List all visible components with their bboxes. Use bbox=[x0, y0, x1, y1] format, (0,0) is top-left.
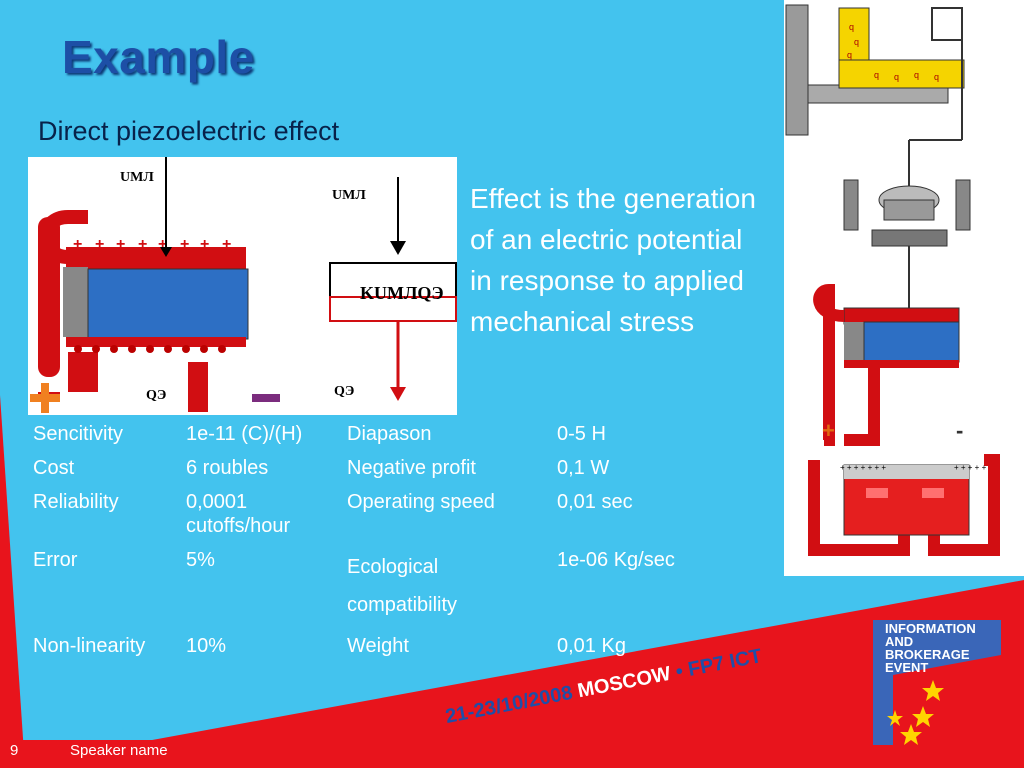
param-name: Operating speed bbox=[347, 491, 495, 513]
svg-text:+: + bbox=[138, 236, 147, 253]
svg-text:+: + bbox=[116, 236, 125, 253]
charge-label-left: QЭ bbox=[146, 388, 166, 403]
svg-text:q: q bbox=[934, 72, 939, 82]
table-row: Reliability 0,0001 cutoffs/hour Operatin… bbox=[28, 486, 747, 544]
param-name: Error bbox=[33, 549, 78, 571]
left-wire bbox=[38, 217, 60, 377]
piezo-diagram: +++ +++ ++ UМЛ QЭ UМЛ KUМЛQ bbox=[28, 157, 457, 415]
svg-text:-: - bbox=[956, 418, 963, 443]
event-separator: • bbox=[673, 660, 685, 684]
svg-text:+: + bbox=[73, 236, 82, 253]
svg-text:+ + + + +: + + + + + bbox=[954, 463, 987, 472]
param-name: Sencitivity bbox=[33, 423, 124, 445]
param-name: Reliability bbox=[33, 491, 119, 513]
svg-text:+: + bbox=[822, 418, 835, 443]
param-name: Cost bbox=[33, 457, 75, 479]
svg-text:q: q bbox=[847, 50, 852, 60]
svg-text:+: + bbox=[158, 236, 167, 253]
param-value: 6 roubles bbox=[186, 457, 269, 479]
voltage-label-left: UМЛ bbox=[120, 170, 154, 185]
svg-text:q: q bbox=[874, 70, 879, 80]
minus-icon bbox=[252, 394, 280, 402]
param-value: 0,0001 cutoffs/hour bbox=[186, 491, 291, 537]
effect-description: Effect is the generation of an electric … bbox=[470, 183, 756, 337]
table-row: Cost 6 roubles Negative profit 0,1 W bbox=[28, 452, 747, 486]
speaker-name: Speaker name bbox=[70, 742, 168, 759]
svg-text:q: q bbox=[914, 70, 919, 80]
svg-text:+ + + + + + +: + + + + + + + bbox=[840, 463, 886, 472]
table-row: Non-linearity 10% Weight 0,01 Kg bbox=[28, 630, 747, 664]
slide-subtitle: Direct piezoelectric effect bbox=[38, 116, 340, 146]
param-value: 1e-06 Kg/sec bbox=[557, 549, 675, 571]
param-value: 10% bbox=[186, 635, 227, 657]
svg-text:q: q bbox=[894, 72, 899, 82]
svg-text:+: + bbox=[95, 236, 104, 253]
param-value: 0,01 Kg bbox=[557, 635, 626, 657]
logo-graphic bbox=[887, 655, 1001, 745]
slide-title: Example bbox=[62, 31, 255, 83]
param-value: 0-5 H bbox=[557, 423, 606, 445]
param-name: Diapason bbox=[347, 423, 432, 445]
voltage-label-right: UМЛ bbox=[332, 188, 366, 203]
parameters-table: Sencitivity 1e-11 (C)/(H) Diapason 0-5 H… bbox=[28, 418, 747, 664]
star-icon bbox=[922, 680, 944, 701]
param-value: 0,1 W bbox=[557, 457, 610, 479]
param-value: 5% bbox=[186, 549, 215, 571]
top-electrode bbox=[66, 247, 246, 269]
polarity-markers bbox=[30, 383, 280, 413]
page-number: 9 bbox=[10, 742, 19, 759]
table-row: Sencitivity 1e-11 (C)/(H) Diapason 0-5 H bbox=[28, 418, 747, 452]
coefficient-label: KUМЛQЭ bbox=[360, 283, 444, 303]
svg-text:+: + bbox=[180, 236, 189, 253]
param-value: 1e-11 (C)/(H) bbox=[186, 423, 303, 445]
svg-text:q: q bbox=[854, 37, 859, 47]
param-value: 0,01 sec bbox=[557, 491, 633, 513]
bottom-electrode bbox=[66, 337, 246, 347]
svg-text:+: + bbox=[200, 236, 209, 253]
table-row: Error 5% Ecological compatibility 1e-06 … bbox=[28, 544, 747, 630]
param-name: Ecological compatibility bbox=[347, 556, 458, 616]
svg-text:+: + bbox=[222, 236, 231, 253]
param-name: Negative profit bbox=[347, 457, 476, 479]
charge-label-right: QЭ bbox=[334, 384, 354, 399]
svg-text:q: q bbox=[849, 22, 854, 32]
piezo-crystal bbox=[87, 268, 249, 340]
param-name: Non-linearity bbox=[33, 635, 146, 657]
param-name: Weight bbox=[347, 635, 409, 657]
event-logo: INFORMATION AND BROKERAGE EVENT bbox=[873, 620, 1001, 745]
logo-text: INFORMATION AND BROKERAGE EVENT bbox=[885, 621, 976, 675]
